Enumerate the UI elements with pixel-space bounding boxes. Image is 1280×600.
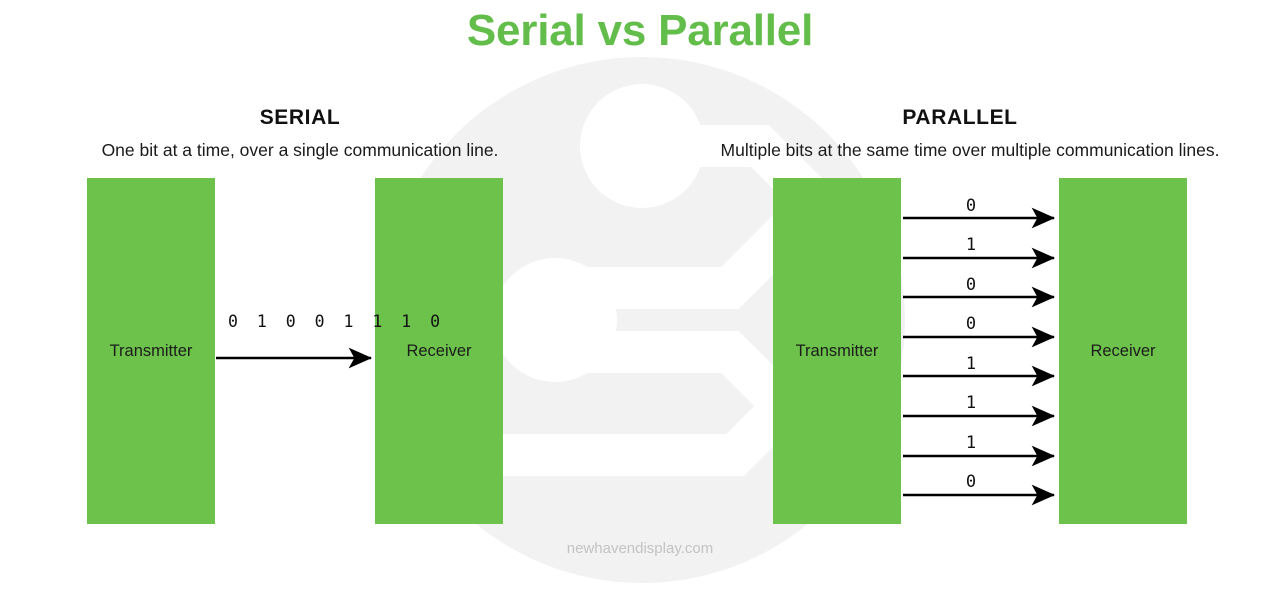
parallel-bit-7: 0	[965, 472, 977, 492]
parallel-bit-1: 1	[965, 235, 977, 255]
parallel-bit-5: 1	[965, 393, 977, 413]
parallel-subtitle: Multiple bits at the same time over mult…	[720, 140, 1220, 160]
serial-transmitter-block: Transmitter	[87, 178, 215, 524]
site-watermark: newhavendisplay.com	[566, 540, 714, 557]
parallel-bit-6: 1	[965, 433, 977, 453]
parallel-heading: PARALLEL	[902, 106, 1018, 129]
serial-transmitter-label: Transmitter	[109, 341, 193, 360]
serial-bitstream: 0 1 0 0 1 1 1 0	[228, 312, 445, 331]
parallel-data-lines	[903, 207, 1056, 506]
serial-receiver-label: Receiver	[406, 341, 472, 360]
serial-subtitle: One bit at a time, over a single communi…	[101, 140, 499, 160]
parallel-receiver-block: Receiver	[1059, 178, 1187, 524]
page-title: Serial vs Parallel	[466, 6, 814, 55]
parallel-bit-0: 0	[965, 196, 977, 216]
parallel-transmitter-block: Transmitter	[773, 178, 901, 524]
parallel-bit-2: 0	[965, 275, 977, 295]
parallel-bit-3: 0	[965, 314, 977, 334]
parallel-bit-4: 1	[965, 354, 977, 374]
parallel-transmitter-label: Transmitter	[795, 341, 879, 360]
serial-heading: SERIAL	[259, 106, 341, 129]
serial-receiver-block: Receiver	[375, 178, 503, 524]
parallel-receiver-label: Receiver	[1090, 341, 1156, 360]
